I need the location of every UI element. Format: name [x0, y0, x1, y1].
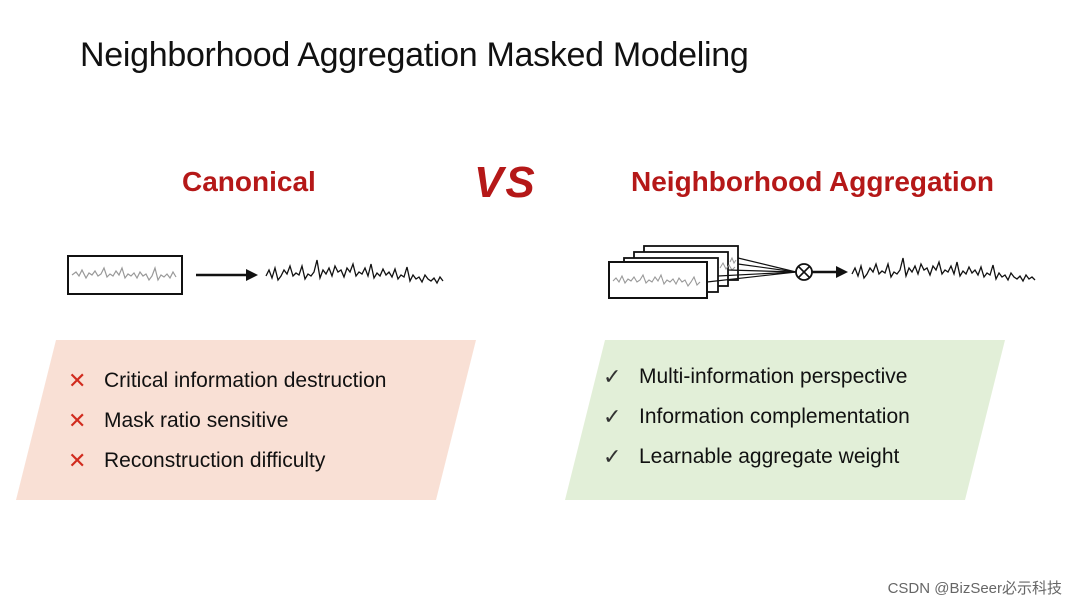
neighbor-signal-stack	[608, 245, 739, 299]
list-item: ✓ Information complementation	[603, 404, 910, 430]
list-item: ✓ Multi-information perspective	[603, 364, 907, 390]
drawback-text: Mask ratio sensitive	[104, 409, 289, 432]
page-title: Neighborhood Aggregation Masked Modeling	[80, 36, 749, 74]
list-item: ✕ Reconstruction difficulty	[68, 448, 325, 474]
canonical-drawbacks-panel: ✕ Critical information destruction ✕ Mas…	[16, 340, 476, 500]
vs-label: VS	[474, 158, 537, 207]
drawback-text: Critical information destruction	[104, 369, 387, 392]
neighborhood-aggregation-heading: Neighborhood Aggregation	[631, 166, 994, 197]
canonical-panel-background	[16, 340, 476, 500]
list-item: ✕ Mask ratio sensitive	[68, 408, 288, 434]
list-item: ✓ Learnable aggregate weight	[603, 444, 899, 470]
cross-icon: ✕	[68, 408, 87, 433]
aggregation-lines	[706, 257, 797, 283]
masked-signal-wave	[71, 265, 177, 282]
canonical-input-signal-box	[67, 255, 183, 295]
check-icon: ✓	[603, 404, 622, 429]
aggregation-arrow	[812, 266, 848, 278]
cross-icon: ✕	[68, 368, 87, 393]
cross-icon: ✕	[68, 448, 87, 473]
benefit-text: Learnable aggregate weight	[639, 445, 900, 468]
watermark: CSDN @BizSeer必示科技	[887, 580, 1062, 597]
check-icon: ✓	[603, 364, 622, 389]
canonical-output-signal	[265, 259, 444, 285]
list-item: ✕ Critical information destruction	[68, 368, 386, 394]
canonical-heading: Canonical	[182, 166, 316, 197]
aggregation-panel-background	[565, 340, 1005, 500]
canonical-arrow	[196, 269, 258, 281]
drawback-text: Reconstruction difficulty	[104, 449, 326, 472]
aggregation-benefits-panel: ✓ Multi-information perspective ✓ Inform…	[565, 340, 1025, 500]
check-icon: ✓	[603, 444, 622, 469]
benefit-text: Multi-information perspective	[639, 365, 908, 388]
aggregated-output-signal	[851, 257, 1036, 283]
aggregate-multiply-icon	[795, 263, 813, 281]
benefit-text: Information complementation	[639, 405, 910, 428]
